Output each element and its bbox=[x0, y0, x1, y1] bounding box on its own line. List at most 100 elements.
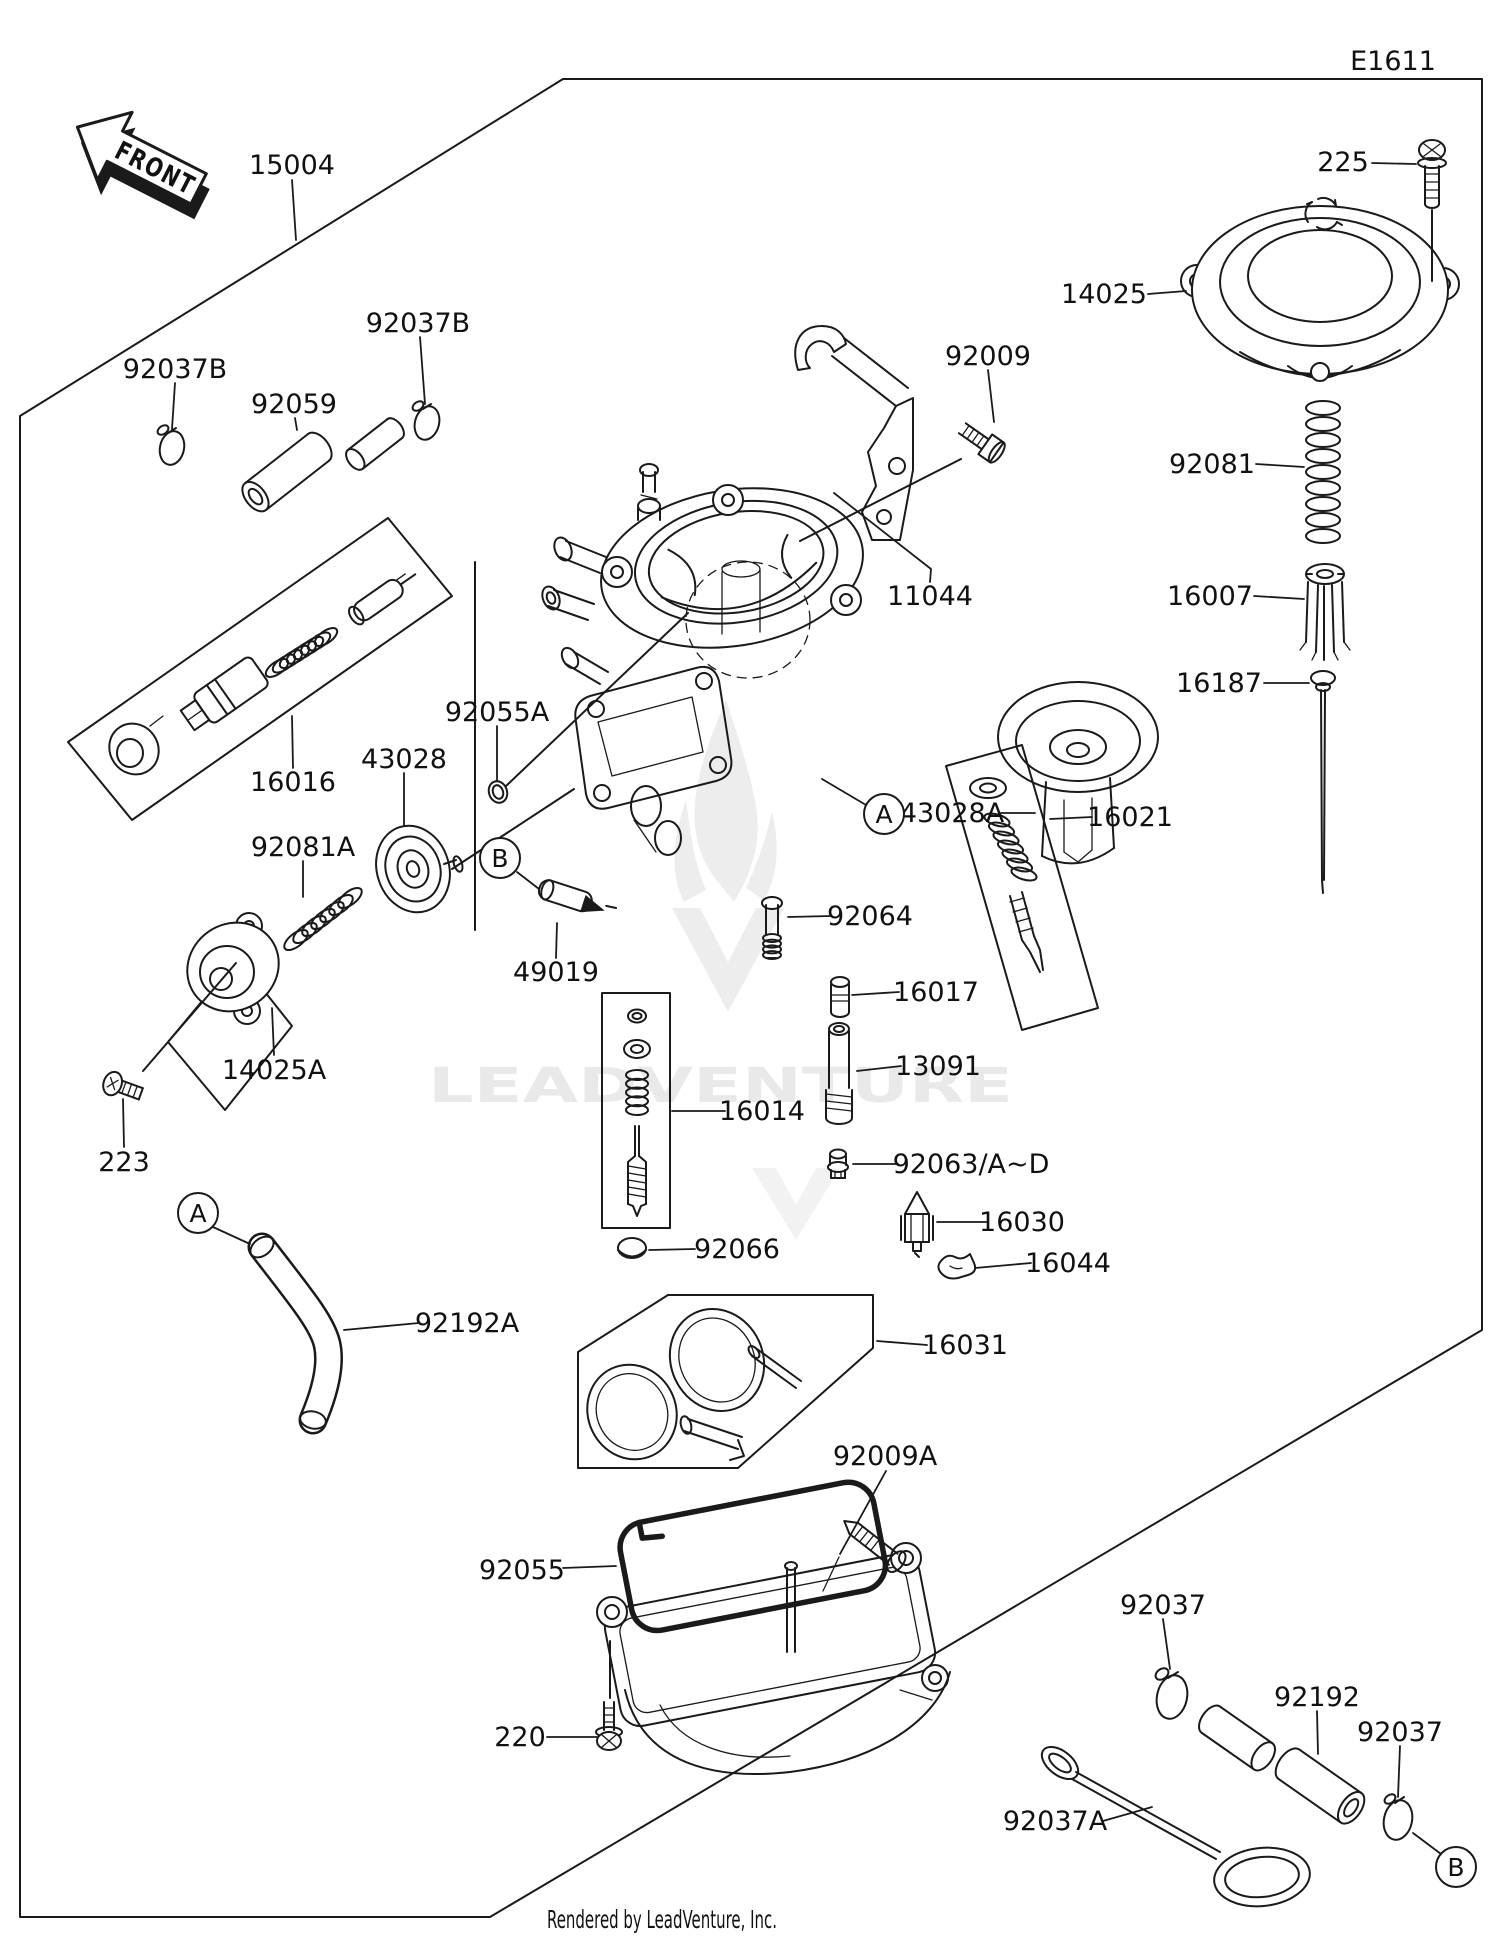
part-label-92037B[interactable]: 92037B bbox=[123, 354, 227, 385]
page-code: E1611 bbox=[1350, 46, 1436, 77]
leader-92055 bbox=[562, 1565, 617, 1569]
part-drawing-holder-16007 bbox=[1299, 563, 1351, 661]
leader-16021 bbox=[1049, 816, 1093, 820]
leader-14025 bbox=[1147, 290, 1187, 295]
part-label-16014[interactable]: 16014 bbox=[719, 1096, 805, 1127]
part-label-14025A[interactable]: 14025A bbox=[222, 1055, 327, 1086]
leader-15004 bbox=[291, 179, 297, 241]
callout-B: B bbox=[1435, 1846, 1477, 1888]
part-drawing-kit-16016 bbox=[67, 517, 453, 821]
leader-49019 bbox=[555, 922, 558, 959]
part-drawing-needle-16187 bbox=[1310, 670, 1336, 894]
part-label-92055[interactable]: 92055 bbox=[479, 1555, 565, 1586]
watermark-flame-icon bbox=[672, 700, 840, 1240]
part-label-92009A[interactable]: 92009A bbox=[833, 1441, 938, 1472]
callout-letter-B: B bbox=[1447, 1853, 1464, 1882]
part-label-92063/A~D[interactable]: 92063/A~D bbox=[893, 1149, 1050, 1180]
part-drawing-screw-225 bbox=[1417, 139, 1447, 209]
part-label-16044[interactable]: 16044 bbox=[1025, 1248, 1111, 1279]
part-label-92081[interactable]: 92081 bbox=[1169, 449, 1255, 480]
part-label-223[interactable]: 223 bbox=[98, 1147, 150, 1178]
part-label-16017[interactable]: 16017 bbox=[893, 977, 979, 1008]
part-label-14025[interactable]: 14025 bbox=[1061, 279, 1147, 310]
part-drawing-carburetor-body-15004 bbox=[541, 463, 864, 856]
leader-11044 bbox=[833, 492, 932, 583]
part-drawing-float-16031 bbox=[577, 1294, 874, 1469]
part-label-15004[interactable]: 15004 bbox=[249, 150, 335, 181]
callout-letter-A: A bbox=[189, 1199, 206, 1228]
leader-16044 bbox=[974, 1262, 1032, 1269]
part-label-43028[interactable]: 43028 bbox=[361, 744, 447, 775]
callout-letter-A: A bbox=[875, 800, 892, 829]
part-drawing-diaphragm-43028 bbox=[375, 824, 464, 914]
part-drawing-jet-92063 bbox=[827, 1148, 849, 1179]
part-label-11044[interactable]: 11044 bbox=[887, 581, 973, 612]
part-label-16007[interactable]: 16007 bbox=[1167, 581, 1253, 612]
part-label-92037B[interactable]: 92037B bbox=[366, 308, 470, 339]
part-label-16016[interactable]: 16016 bbox=[250, 767, 336, 798]
part-drawing-float-bowl bbox=[595, 1479, 951, 1776]
part-label-16187[interactable]: 16187 bbox=[1176, 668, 1262, 699]
front-arrow-icon: FRONT bbox=[75, 110, 210, 220]
leader-225 bbox=[1371, 162, 1417, 165]
part-label-225[interactable]: 225 bbox=[1317, 147, 1369, 178]
part-label-43028A[interactable]: 43028A bbox=[900, 798, 1005, 829]
part-drawing-tie-92037a bbox=[1040, 1745, 1311, 1908]
part-drawing-screw-223 bbox=[102, 1070, 144, 1101]
callout-A: A bbox=[863, 793, 905, 835]
part-label-220[interactable]: 220 bbox=[494, 1722, 546, 1753]
part-drawing-tubes-92192 bbox=[1198, 1704, 1366, 1825]
leader-14025A bbox=[271, 1007, 275, 1056]
part-drawing-tube-92059 bbox=[241, 417, 405, 513]
part-drawing-valve-16030 bbox=[900, 1191, 934, 1258]
part-label-92064[interactable]: 92064 bbox=[827, 901, 913, 932]
part-label-13091[interactable]: 13091 bbox=[895, 1051, 981, 1082]
leader-223 bbox=[122, 1098, 125, 1148]
part-drawing-hose-92192a bbox=[247, 1232, 344, 1435]
part-label-92037[interactable]: 92037 bbox=[1357, 1717, 1443, 1748]
part-label-16031[interactable]: 16031 bbox=[922, 1330, 1008, 1361]
part-label-92037A[interactable]: 92037A bbox=[1003, 1806, 1108, 1837]
leader-92059 bbox=[294, 417, 298, 431]
leader-92009 bbox=[987, 369, 995, 423]
leader-92037 bbox=[1162, 1618, 1171, 1670]
part-label-49019[interactable]: 49019 bbox=[513, 957, 599, 988]
part-drawing-kit-16014 bbox=[601, 992, 671, 1229]
part-drawing-plug-92066 bbox=[617, 1237, 647, 1259]
leader-92066 bbox=[648, 1248, 696, 1251]
part-label-92192A[interactable]: 92192A bbox=[415, 1308, 520, 1339]
leader-92064 bbox=[787, 915, 832, 918]
part-drawing-clip-16044 bbox=[937, 1253, 977, 1280]
leader-92037B bbox=[419, 336, 426, 405]
part-drawing-plunger-49019 bbox=[537, 879, 618, 913]
part-label-92066[interactable]: 92066 bbox=[694, 1234, 780, 1265]
leader-92081 bbox=[1255, 463, 1305, 468]
part-label-92037[interactable]: 92037 bbox=[1120, 1590, 1206, 1621]
diagram-border bbox=[19, 78, 1483, 1918]
part-drawing-spring-92081 bbox=[1305, 400, 1341, 544]
callout-line-B bbox=[516, 871, 540, 890]
part-drawing-screw-92009 bbox=[957, 422, 1006, 464]
part-label-92009[interactable]: 92009 bbox=[945, 341, 1031, 372]
part-drawing-cover-14025 bbox=[1180, 196, 1460, 382]
part-label-92192[interactable]: 92192 bbox=[1274, 1682, 1360, 1713]
part-drawing-clamp-92037b-upper bbox=[411, 400, 441, 441]
part-label-92081A[interactable]: 92081A bbox=[251, 832, 356, 863]
leader-16007 bbox=[1253, 595, 1305, 600]
leader-92037A bbox=[1102, 1806, 1153, 1822]
part-label-92055A[interactable]: 92055A bbox=[445, 697, 550, 728]
part-label-92059[interactable]: 92059 bbox=[251, 389, 337, 420]
leader-13091 bbox=[856, 1065, 902, 1072]
watermark-text: LEADVENTURE bbox=[428, 1058, 1013, 1114]
part-drawing-clamp-92037-second bbox=[1382, 1793, 1414, 1841]
leader-92009A bbox=[839, 1470, 887, 1555]
part-label-16021[interactable]: 16021 bbox=[1087, 802, 1173, 833]
part-drawing-spring-92081a bbox=[283, 886, 363, 952]
part-drawing-clamp-92037b-left bbox=[156, 424, 186, 466]
callout-B: B bbox=[479, 837, 521, 879]
assembly-lines bbox=[142, 209, 1433, 1072]
part-drawing-diaphragm-43028a bbox=[997, 681, 1159, 865]
part-label-16030[interactable]: 16030 bbox=[979, 1207, 1065, 1238]
part-drawing-oring-92055a bbox=[487, 780, 509, 804]
